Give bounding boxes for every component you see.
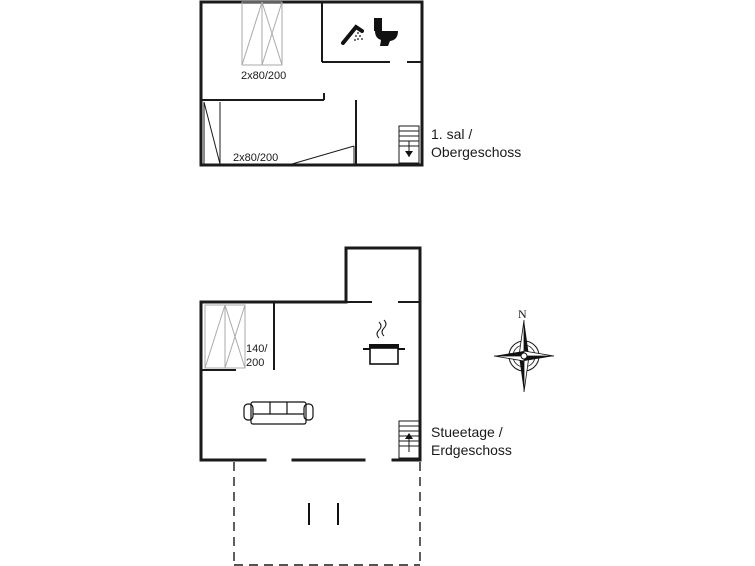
entry-wall [344, 246, 422, 462]
bed-upper-a-label: 2x80/200 [241, 70, 286, 82]
cooking-pot-icon [363, 319, 405, 365]
bed-ground [204, 304, 246, 369]
stairs-icon-upper [398, 125, 420, 164]
upper-floor-label-1: 1. sal / [431, 126, 472, 142]
bed-upper-b-label: 2x80/200 [233, 152, 278, 164]
ground-floor-label-2: Erdgeschoss [431, 442, 512, 458]
sofa-icon [243, 401, 314, 425]
compass-north-label: N [518, 307, 527, 321]
bed-upper-b [203, 101, 355, 165]
bed-ground-label-1: 140/ [246, 343, 268, 355]
ground-floor: 140/ 200 [199, 246, 512, 566]
compass-rose-icon [493, 319, 555, 393]
bed-upper-a [241, 1, 283, 66]
ground-floor-label-1: Stueetage / [431, 424, 503, 440]
stairs-icon-ground [398, 420, 420, 459]
upper-floor-label-2: Obergeschoss [431, 144, 521, 160]
upper-floor-outline [199, 0, 424, 167]
bed-ground-label-2: 200 [246, 357, 264, 369]
shower-icon [341, 24, 364, 45]
upper-floor: 2x80/200 2x80/200 [199, 0, 521, 167]
toilet-icon [374, 18, 398, 46]
